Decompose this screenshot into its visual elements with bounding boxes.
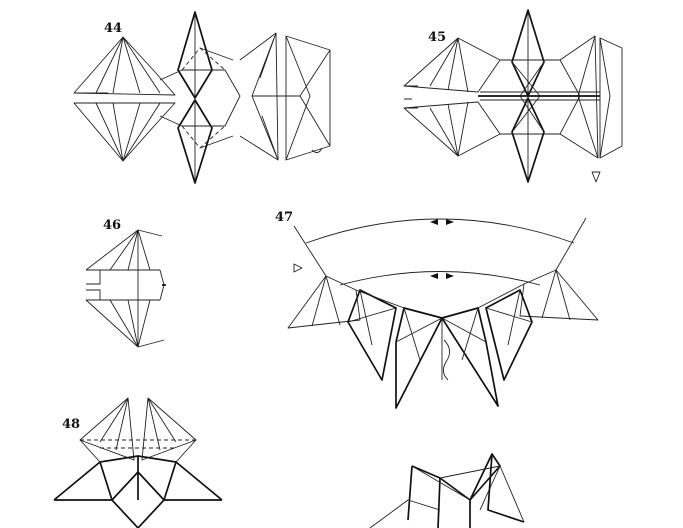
step-44: 44 xyxy=(73,11,331,184)
step-45: 45 xyxy=(403,9,623,183)
step-number-45: 45 xyxy=(428,30,446,45)
step-number-48: 48 xyxy=(62,417,80,432)
step-47-figure xyxy=(287,217,599,409)
fold-arrow-outer xyxy=(305,218,575,244)
turn-over-icon-left xyxy=(293,263,303,273)
step-number-47: 47 xyxy=(275,210,293,225)
step-48: 48 xyxy=(53,397,223,528)
step-47: 47 xyxy=(275,210,599,409)
fold-arrow-inner xyxy=(339,271,541,286)
step-number-46: 46 xyxy=(103,218,121,233)
step-46: 46 xyxy=(85,218,166,348)
step-44-figure xyxy=(73,11,331,184)
step-48-figure xyxy=(53,397,223,528)
fold-arrow-center xyxy=(443,339,450,381)
turn-over-icon xyxy=(591,171,601,183)
step-49-partial-figure xyxy=(369,453,525,528)
step-number-44: 44 xyxy=(104,21,122,36)
step-45-figure xyxy=(403,9,623,183)
step-46-figure xyxy=(85,229,166,348)
